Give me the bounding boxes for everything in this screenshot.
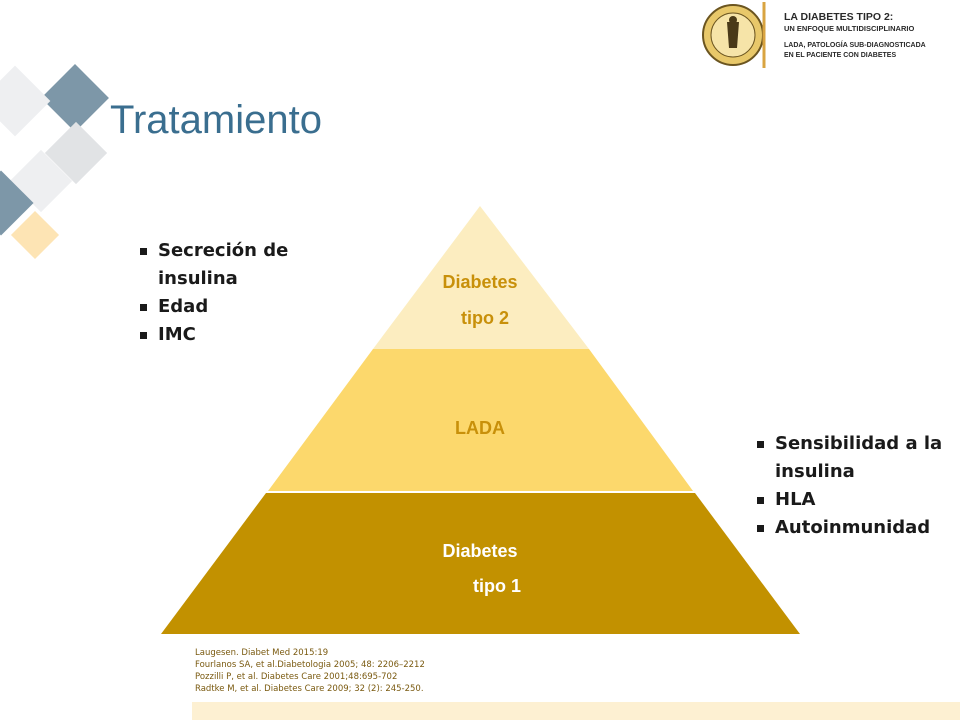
pyramid-top-line1: Diabetes [442,272,518,292]
slide-title: Tratamiento [110,98,322,142]
bullet-item: Autoinmunidad [757,514,942,542]
bullet-item: IMC [140,321,288,349]
references-list: Laugesen. Diabet Med 2015:19 Fourlanos S… [195,647,425,695]
logo-topic-line1: LADA, PATOLOGÍA SUB-DIAGNOSTICADA [784,42,926,49]
bullet-item-continuation: insulina [158,268,238,289]
pyramid-middle-label: LADA [455,418,505,438]
reference-item: Fourlanos SA, et al.Diabetologia 2005; 4… [195,660,425,670]
bullet-item-continuation: insulina [775,461,855,482]
bullet-item: Edad [140,293,288,321]
pyramid-top-line2: tipo 2 [461,308,509,328]
bullet-item: Sensibilidad a la [757,430,942,458]
pyramid-tier-bottom [161,493,800,634]
logo-title: LA DIABETES TIPO 2: [784,11,894,23]
right-bullet-list: Sensibilidad a la insulina HLA Autoinmun… [757,430,942,542]
pyramid-tier-middle [268,349,693,491]
pyramid-bottom-line2: tipo 1 [473,576,521,596]
left-bullet-list: Secreción de insulina Edad IMC [140,237,288,349]
reference-item: Radtke M, et al. Diabetes Care 2009; 32 … [195,684,424,694]
pyramid-bottom-line1: Diabetes [442,541,518,561]
bullet-item: Secreción de [140,237,288,265]
header-logo-block [700,2,958,70]
bullet-item: HLA [757,486,942,514]
reference-item: Pozzilli P, et al. Diabetes Care 2001;48… [195,672,398,682]
logo-topic-line2: EN EL PACIENTE CON DIABETES [784,52,897,59]
footer-bar [192,702,960,720]
university-seal-icon [702,2,766,68]
reference-item: Laugesen. Diabet Med 2015:19 [195,648,329,658]
pyramid-tier-top [373,206,589,349]
logo-subtitle: UN ENFOQUE MULTIDISCIPLINARIO [784,24,915,33]
